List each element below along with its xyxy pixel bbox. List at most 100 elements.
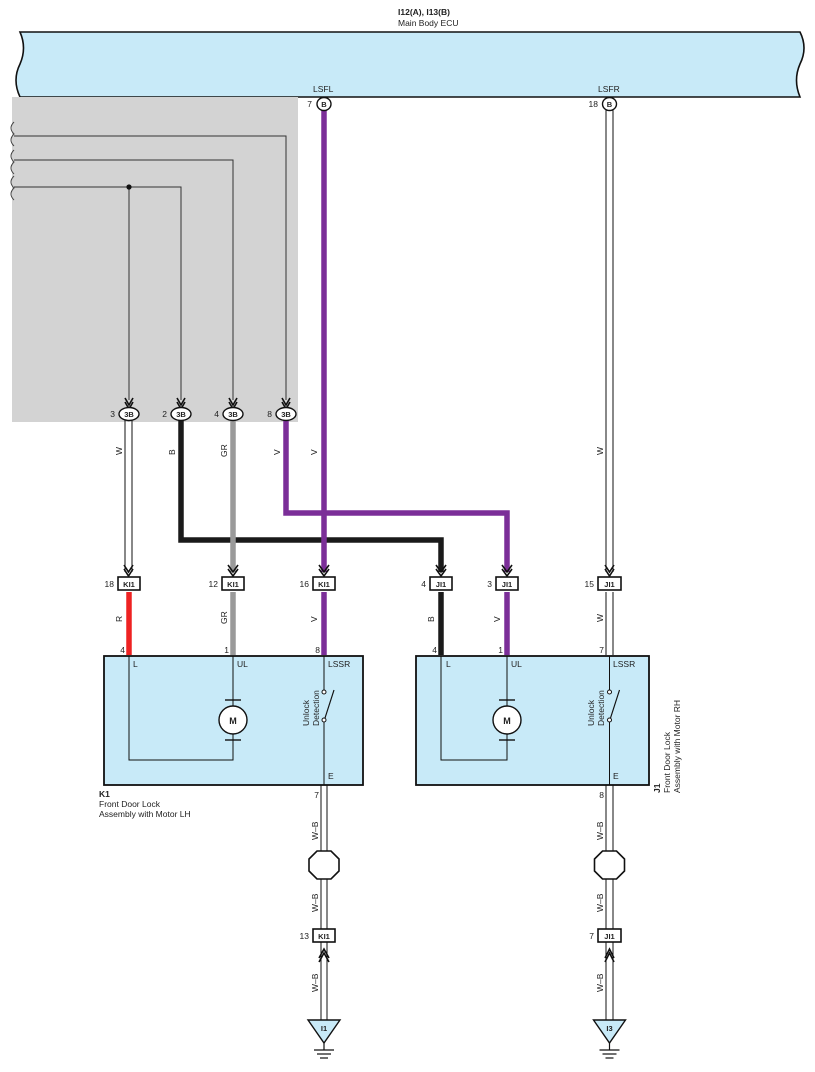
svg-text:1: 1 <box>498 645 503 655</box>
connector-ki1-ground-pin: 13 <box>300 931 310 941</box>
svg-text:JI1: JI1 <box>604 580 614 589</box>
wire-purple-j1 <box>283 420 510 572</box>
ground-wire-k1 <box>320 785 328 1020</box>
connector-row-arrows <box>227 564 615 578</box>
svg-text:B: B <box>167 449 177 455</box>
svg-text:KI1: KI1 <box>318 580 330 589</box>
motor-icon: M <box>492 699 522 741</box>
svg-text:Detection: Detection <box>311 690 321 726</box>
ground-label-i3: I3 <box>606 1024 612 1033</box>
svg-text:3B: 3B <box>176 410 186 419</box>
ground-triangle-i3 <box>592 1019 627 1045</box>
svg-text:2: 2 <box>162 409 167 419</box>
svg-text:R: R <box>114 616 124 622</box>
ground-label-i1: I1 <box>321 1024 327 1033</box>
junction-internal-wires <box>14 135 287 400</box>
wire-label-wb-2: W–B <box>310 893 320 912</box>
wire-w-left-arrows <box>123 564 134 578</box>
svg-text:4: 4 <box>421 579 426 589</box>
j1-name-line2: Assembly with Motor RH <box>672 700 682 793</box>
svg-text:3: 3 <box>110 409 115 419</box>
svg-text:7: 7 <box>307 99 312 109</box>
junction-break-marks <box>10 121 15 201</box>
svg-text:V: V <box>272 449 282 455</box>
j1-pin-e: 8 <box>599 790 604 800</box>
svg-text:W: W <box>114 447 124 455</box>
wire-label-wb-3: W–B <box>310 973 320 992</box>
svg-text:JI1: JI1 <box>436 580 446 589</box>
svg-text:3B: 3B <box>124 410 134 419</box>
connector-ji1-ground <box>597 928 622 943</box>
switch-icon <box>321 656 335 785</box>
svg-text:8: 8 <box>315 645 320 655</box>
svg-text:UL: UL <box>511 659 522 669</box>
ecu-pin-lsfl: LSFL <box>313 84 334 94</box>
motor-icon: M <box>218 699 248 741</box>
connectors-ki1: KI1 18 KI1 12 KI1 16 <box>105 576 336 591</box>
ecu-body <box>15 31 805 98</box>
svg-text:KI1: KI1 <box>227 580 239 589</box>
svg-text:V: V <box>492 616 502 622</box>
svg-text:KI1: KI1 <box>123 580 135 589</box>
k1-name-line1: Front Door Lock <box>99 799 161 809</box>
svg-text:W: W <box>595 614 605 622</box>
splice-point <box>126 184 132 190</box>
wire-label-wb-4: W–B <box>595 821 605 840</box>
ecu-connector-lsfl: B 7 <box>307 96 332 112</box>
svg-text:V: V <box>309 616 319 622</box>
connector-ji1-ground-label: JI1 <box>604 932 614 941</box>
svg-text:L: L <box>133 659 138 669</box>
connector-ki1-ground <box>312 928 336 943</box>
k1-name-line2: Assembly with Motor LH <box>99 809 191 819</box>
wire-label-wb-5: W–B <box>595 893 605 912</box>
svg-text:Unlock: Unlock <box>301 699 311 726</box>
svg-text:3B: 3B <box>228 410 238 419</box>
svg-text:4: 4 <box>120 645 125 655</box>
wire-w-j1-lower <box>605 592 614 655</box>
svg-text:GR: GR <box>219 611 229 624</box>
svg-text:V: V <box>309 449 319 455</box>
wire-color-labels: W B GR V V W R GR V B V W <box>114 444 605 624</box>
k1-pin-e: 7 <box>314 790 319 800</box>
svg-text:UL: UL <box>237 659 248 669</box>
svg-text:12: 12 <box>209 579 219 589</box>
ground-triangle-i1 <box>306 1019 342 1045</box>
connectors-ji1: JI1 4 JI1 3 JI1 15 <box>421 576 622 591</box>
ground-wire-j1 <box>605 785 614 1020</box>
j1-id: J1 <box>652 783 662 793</box>
k1-id: K1 <box>99 789 110 799</box>
svg-text:Detection: Detection <box>596 690 606 726</box>
svg-text:B: B <box>426 616 436 622</box>
svg-text:Unlock: Unlock <box>586 699 596 726</box>
svg-text:B: B <box>321 100 327 109</box>
ground-arrows-k1 <box>318 947 330 963</box>
ground-arrows-j1 <box>604 947 615 963</box>
splice-octagon-k1 <box>308 850 340 880</box>
svg-text:3B: 3B <box>281 410 291 419</box>
svg-text:M: M <box>503 716 511 726</box>
wire-label-wb-1: W–B <box>310 821 320 840</box>
svg-text:LSSR: LSSR <box>613 659 635 669</box>
svg-text:3: 3 <box>487 579 492 589</box>
wire-w-lsfr <box>605 110 614 572</box>
ecu-pin-lsfr: LSFR <box>598 84 620 94</box>
connector-ji1-ground-pin: 7 <box>589 931 594 941</box>
wire-label-wb-6: W–B <box>595 973 605 992</box>
splice-octagon-j1 <box>593 850 626 880</box>
ecu-name: Main Body ECU <box>398 18 458 28</box>
junction-area <box>12 97 298 422</box>
svg-text:E: E <box>328 771 334 781</box>
wire-w-left <box>124 420 133 572</box>
svg-text:GR: GR <box>219 444 229 457</box>
svg-text:18: 18 <box>105 579 115 589</box>
wire-black <box>178 420 444 572</box>
connector-ki1-ground-label: KI1 <box>318 932 330 941</box>
ground-icon <box>599 1043 620 1059</box>
j1-name-line1: Front Door Lock <box>662 731 672 793</box>
svg-text:16: 16 <box>300 579 310 589</box>
svg-text:1: 1 <box>224 645 229 655</box>
svg-text:15: 15 <box>585 579 595 589</box>
svg-text:4: 4 <box>432 645 437 655</box>
ecu-title: I12(A), I13(B) <box>398 7 450 17</box>
